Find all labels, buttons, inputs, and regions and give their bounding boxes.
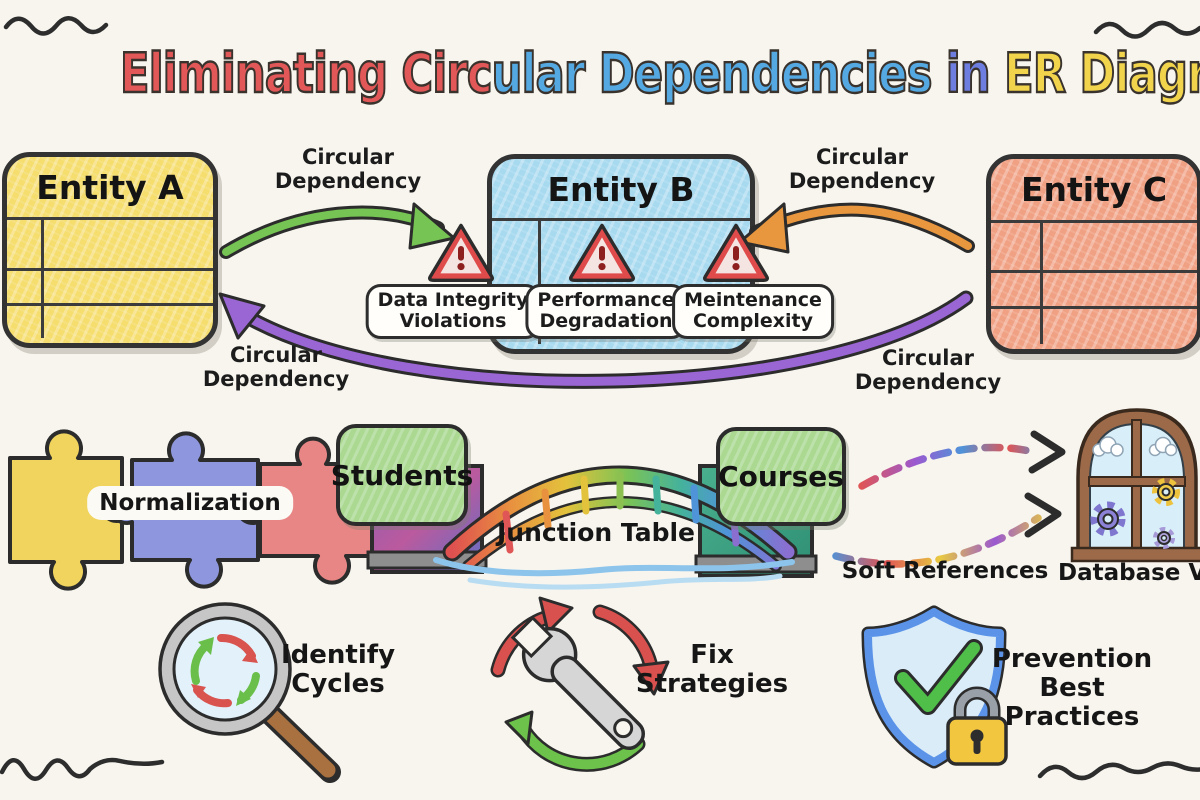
entity-c-title: Entity C — [1020, 170, 1168, 209]
wrench-icon — [510, 615, 646, 751]
title-segment: Eliminating Circ — [119, 41, 493, 106]
entity-a-title: Entity A — [36, 168, 184, 207]
gear-icon — [1152, 478, 1180, 506]
normalization-label: Normalization — [87, 486, 293, 520]
soft-reference-arrows — [832, 430, 1066, 568]
table-line — [991, 306, 1197, 309]
fix-strategies-label: Fix Strategies — [635, 640, 789, 700]
squiggle-top-right-decoration — [1093, 20, 1200, 39]
table-line — [492, 218, 750, 221]
table-line — [1040, 220, 1043, 344]
water-waves — [467, 573, 783, 590]
squiggle-bottom-right-decoration — [1037, 761, 1200, 781]
entity-a-box: Entity A — [2, 152, 218, 348]
prevention-best-practices-label: Prevention Best Practices — [991, 644, 1153, 733]
water-waves — [433, 557, 795, 577]
title-segment: ER Diagrams — [1003, 41, 1200, 106]
gear-icon — [1090, 501, 1126, 537]
warning-label-data-integrity: Data Integrity Violations — [365, 284, 541, 339]
junction-table-label: Junction Table — [496, 518, 696, 547]
soft-references-label: Soft References — [841, 558, 1049, 584]
shield-checkmark-icon — [861, 605, 1008, 769]
cloud-icon — [1092, 436, 1124, 457]
squiggle-bottom-left-decoration — [0, 757, 165, 781]
table-line — [538, 218, 541, 344]
dependency-arrow-a-to-b — [219, 202, 456, 259]
table-line — [41, 217, 44, 338]
identify-cycles-label: Identify Cycles — [280, 640, 396, 700]
window-mullion — [1088, 476, 1186, 487]
arrowhead-chevron — [1024, 492, 1062, 538]
title-segment: in — [931, 41, 1005, 106]
gear-icon — [1153, 527, 1175, 549]
dependency-label: Circular Dependency — [788, 145, 936, 193]
magnifying-glass-cycles-icon — [158, 602, 341, 783]
squiggle-top-left-decoration — [3, 16, 109, 36]
table-line — [991, 220, 1197, 223]
table-line — [7, 303, 213, 306]
entity-b-title: Entity B — [547, 170, 695, 209]
warning-triangle-icon — [568, 223, 636, 283]
database-view-window-icon — [1070, 408, 1200, 563]
dependency-arrow-c-to-b — [738, 202, 975, 254]
wrench-cycle-arrows-icon — [490, 596, 670, 772]
table-line — [991, 270, 1197, 273]
students-box: Students — [331, 424, 473, 526]
students-label: Students — [330, 458, 474, 492]
dependency-label: Circular Dependency — [274, 145, 422, 193]
warning-label-performance: Performance Degradation — [525, 284, 687, 339]
warning-label-maintenance: Meintenance Complexity — [672, 284, 834, 339]
page-title: Eliminating Circular Dependencies in ER … — [119, 41, 1200, 106]
database-view-label: Database View — [1058, 560, 1200, 586]
arrowhead-chevron — [1028, 430, 1066, 474]
table-line — [7, 268, 213, 271]
dependency-arrow-c-to-a — [218, 290, 974, 389]
table-line — [7, 217, 213, 220]
dependency-label: Circular Dependency — [854, 346, 1002, 394]
entity-c-box: Entity C — [986, 154, 1200, 354]
cloud-icon — [1148, 436, 1178, 457]
title-segment: ular Dependencies — [491, 41, 934, 106]
padlock-icon — [946, 686, 1008, 766]
dependency-label: Circular Dependency — [202, 343, 350, 391]
courses-label: Courses — [718, 460, 844, 493]
courses-box: Courses — [716, 427, 846, 526]
window-sill — [1070, 546, 1200, 563]
